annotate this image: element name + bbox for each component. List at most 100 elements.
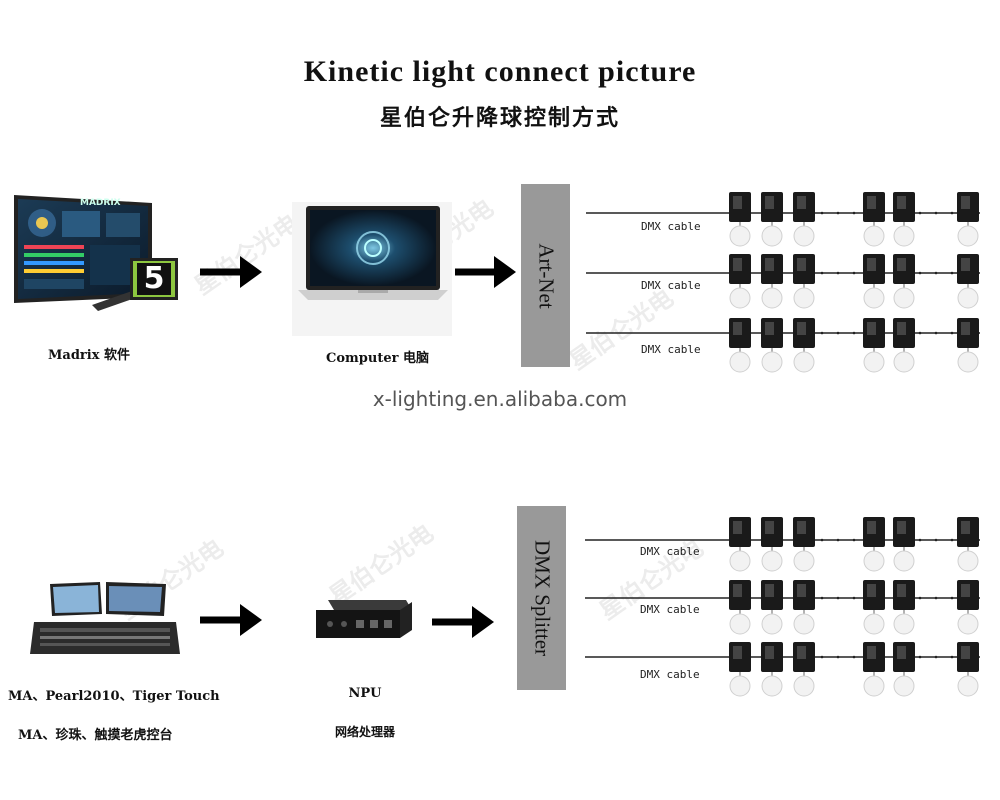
madrix-logo-text: MADRIX <box>80 198 121 208</box>
sphere-icon <box>863 675 885 697</box>
arrow-right-icon <box>200 256 262 288</box>
ellipsis-dot <box>950 331 954 335</box>
kinetic-winch-fixture <box>863 254 885 309</box>
sphere-icon <box>863 351 885 373</box>
sphere-icon <box>957 225 979 247</box>
ellipsis-dot <box>820 596 824 600</box>
sphere-icon <box>793 550 815 572</box>
sphere-icon <box>793 613 815 635</box>
console-label-en: MA、Pearl2010、Tiger Touch <box>8 689 220 704</box>
ellipsis-dot <box>836 655 840 659</box>
ellipsis-dot <box>950 271 954 275</box>
website-text: x-lighting.en.alibaba.com <box>372 387 628 411</box>
ellipsis-dot <box>820 331 824 335</box>
kinetic-winch-fixture <box>761 254 783 309</box>
sphere-icon <box>863 287 885 309</box>
kinetic-winch-fixture <box>893 254 915 309</box>
sphere-icon <box>793 287 815 309</box>
ellipsis-dot <box>918 211 922 215</box>
kinetic-winch-fixture <box>729 192 751 247</box>
kinetic-winch-fixture <box>957 318 979 373</box>
sphere-icon <box>957 550 979 572</box>
kinetic-winch-fixture <box>761 642 783 697</box>
sphere-icon <box>957 351 979 373</box>
kinetic-winch-fixture <box>729 642 751 697</box>
kinetic-winch-fixture <box>893 517 915 572</box>
version-badge-number: 5 <box>137 263 171 295</box>
sphere-icon <box>863 225 885 247</box>
sphere-icon <box>729 675 751 697</box>
dmx-cable-label: DMX cable <box>640 545 700 558</box>
ellipsis-dot <box>950 538 954 542</box>
kinetic-winch-fixture <box>729 318 751 373</box>
kinetic-winch-fixture <box>793 517 815 572</box>
ellipsis-dot <box>934 331 938 335</box>
laptop-icon <box>292 202 452 336</box>
sphere-icon <box>863 550 885 572</box>
ellipsis-dot <box>836 271 840 275</box>
madrix-version-badge: 5 <box>130 258 178 300</box>
kinetic-winch-fixture <box>729 254 751 309</box>
ellipsis-dot <box>934 211 938 215</box>
sphere-icon <box>761 351 783 373</box>
console-icon <box>30 578 180 660</box>
kinetic-winch-fixture <box>761 318 783 373</box>
ellipsis-dot <box>918 596 922 600</box>
sphere-icon <box>793 225 815 247</box>
sphere-icon <box>761 613 783 635</box>
kinetic-winch-fixture <box>957 192 979 247</box>
ellipsis-dot <box>934 596 938 600</box>
kinetic-winch-fixture <box>893 642 915 697</box>
kinetic-winch-fixture <box>957 580 979 635</box>
ellipsis-dot <box>852 271 856 275</box>
kinetic-winch-fixture <box>793 642 815 697</box>
ellipsis-dot <box>950 596 954 600</box>
ellipsis-dot <box>820 538 824 542</box>
kinetic-winch-fixture <box>957 642 979 697</box>
arrow-right-icon <box>432 606 494 638</box>
kinetic-winch-fixture <box>893 580 915 635</box>
arrow-right-icon <box>200 604 262 636</box>
sphere-icon <box>893 287 915 309</box>
kinetic-winch-fixture <box>863 192 885 247</box>
sphere-icon <box>893 675 915 697</box>
ellipsis-dot <box>836 596 840 600</box>
sphere-icon <box>793 351 815 373</box>
kinetic-winch-fixture <box>863 580 885 635</box>
ellipsis-dot <box>820 211 824 215</box>
ellipsis-dot <box>836 538 840 542</box>
ellipsis-dot <box>918 655 922 659</box>
kinetic-winch-fixture <box>729 517 751 572</box>
kinetic-winch-fixture <box>793 580 815 635</box>
kinetic-winch-fixture <box>761 192 783 247</box>
art-net-box: Art-Net <box>521 184 570 367</box>
sphere-icon <box>729 287 751 309</box>
ellipsis-dot <box>852 596 856 600</box>
sphere-icon <box>893 351 915 373</box>
sphere-icon <box>729 351 751 373</box>
sphere-icon <box>893 613 915 635</box>
kinetic-winch-fixture <box>793 254 815 309</box>
page-title: Kinetic light connect picture <box>303 55 697 88</box>
sphere-icon <box>957 287 979 309</box>
ellipsis-dot <box>934 655 938 659</box>
kinetic-winch-fixture <box>793 192 815 247</box>
sphere-icon <box>761 675 783 697</box>
ellipsis-dot <box>852 331 856 335</box>
ellipsis-dot <box>918 271 922 275</box>
kinetic-winch-fixture <box>957 254 979 309</box>
console-label-cn: MA、珍珠、触摸老虎控台 <box>18 728 173 743</box>
kinetic-winch-fixture <box>957 517 979 572</box>
kinetic-winch-fixture <box>761 580 783 635</box>
dmx-cable-label: DMX cable <box>641 343 701 356</box>
dmx-cable-label: DMX cable <box>640 603 700 616</box>
kinetic-winch-fixture <box>863 517 885 572</box>
ellipsis-dot <box>852 655 856 659</box>
npu-label-cn: 网络处理器 <box>334 725 395 739</box>
npu-label: NPU <box>348 686 382 701</box>
kinetic-winch-fixture <box>863 318 885 373</box>
kinetic-winch-fixture <box>893 192 915 247</box>
ellipsis-dot <box>852 211 856 215</box>
sphere-icon <box>957 675 979 697</box>
